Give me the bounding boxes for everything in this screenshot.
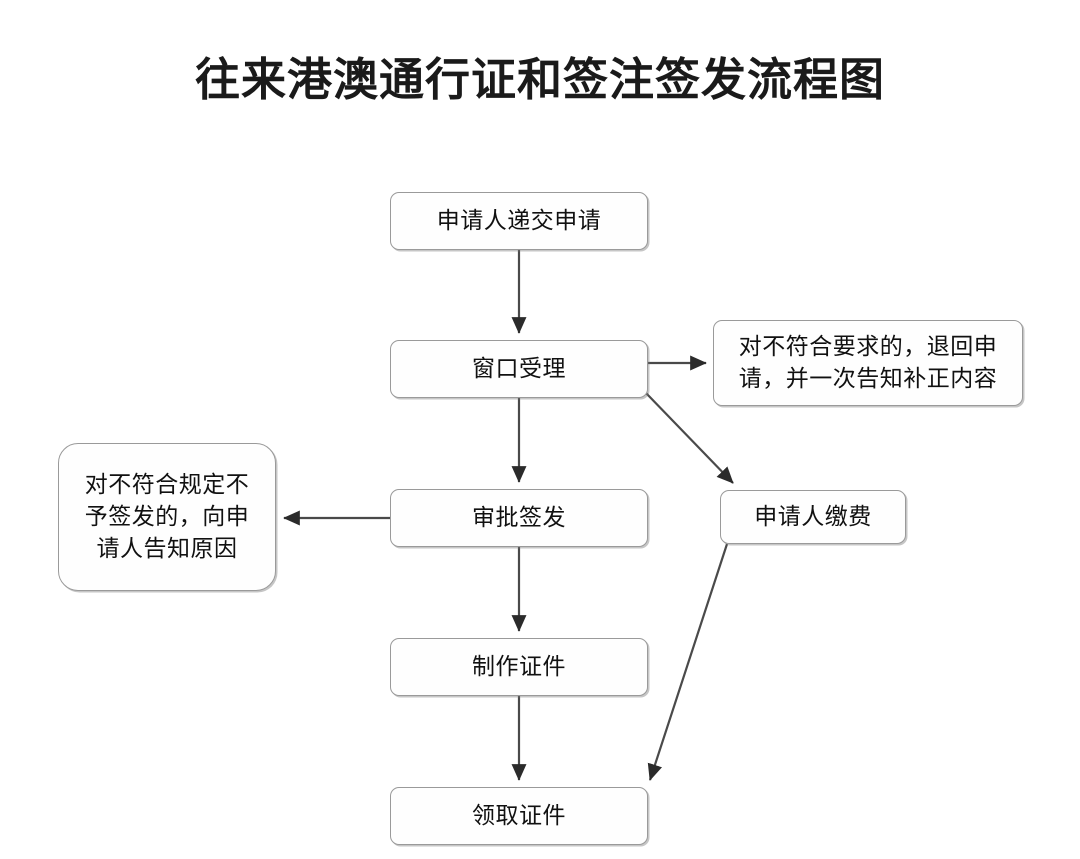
- node-produce-certificate[interactable]: 制作证件: [390, 638, 648, 696]
- node-label: 对不符合规定不 予签发的，向申 请人告知原因: [84, 471, 250, 561]
- node-applicant-payment[interactable]: 申请人缴费: [720, 490, 906, 544]
- node-window-acceptance[interactable]: 窗口受理: [390, 340, 648, 398]
- node-label: 申请人递交申请: [436, 207, 602, 234]
- edge-payment-to-collect: [647, 543, 729, 781]
- node-reject-reason-note[interactable]: 对不符合规定不 予签发的，向申 请人告知原因: [58, 443, 276, 591]
- node-applicant-submits-application[interactable]: 申请人递交申请: [390, 192, 648, 250]
- node-approval-and-issuance[interactable]: 审批签发: [390, 489, 648, 547]
- node-return-application-note[interactable]: 对不符合要求的，退回申 请，并一次告知补正内容: [713, 320, 1023, 406]
- node-label: 审批签发: [472, 504, 566, 531]
- node-label: 对不符合要求的，退回申 请，并一次告知补正内容: [738, 333, 998, 391]
- node-collect-certificate[interactable]: 领取证件: [390, 787, 648, 845]
- node-label: 制作证件: [472, 653, 566, 680]
- node-label: 窗口受理: [472, 355, 566, 382]
- page-title: 往来港澳通行证和签注签发流程图: [194, 54, 885, 105]
- node-label: 申请人缴费: [754, 503, 872, 530]
- node-label: 领取证件: [472, 802, 566, 829]
